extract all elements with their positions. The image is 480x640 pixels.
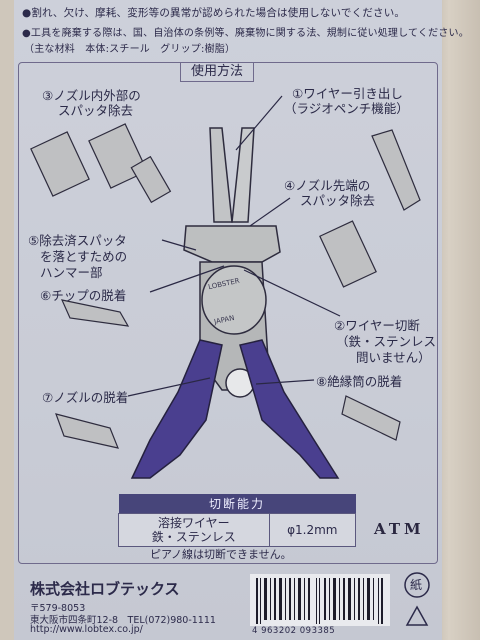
spec-title: 切断能力 — [118, 494, 356, 514]
recycle-mark-text: 紙 — [410, 578, 423, 592]
barcode-number: 4 963202 093385 — [252, 626, 336, 636]
label-hammer-1: ⑤除去済スパッタ — [28, 233, 127, 248]
warning-line-1: ●割れ、欠け、摩耗、変形等の異常が認められた場合は使用しないでください。 — [22, 7, 406, 19]
spec-row-1: 溶接ワイヤー — [157, 516, 230, 530]
company-name: 株式会社ロブテックス — [30, 580, 180, 598]
label-wire-pull: ①ワイヤー引き出し — [292, 86, 403, 101]
label-nozzle-attach: ⑦ノズルの脱着 — [42, 390, 129, 405]
label-hammer-3: ハンマー部 — [40, 265, 103, 280]
spec-value: φ1.2mm — [268, 513, 357, 547]
paper-recycle-icon — [404, 572, 430, 598]
brand-atm: ATM — [374, 520, 425, 538]
label-nozzle-tip: ④ノズル先端の — [284, 178, 371, 193]
usage-title: 使用方法 — [180, 62, 255, 82]
label-nozzle-tip-2: スパッタ除去 — [300, 193, 376, 208]
label-nozzle-spatter: ③ノズル内外部の — [42, 88, 141, 103]
spec-material: 溶接ワイヤー 鉄・ステンレス — [118, 513, 270, 547]
barcode-bars — [256, 578, 383, 624]
cutting-capacity-table: 切断能力 溶接ワイヤー 鉄・ステンレス φ1.2mm — [118, 494, 357, 547]
label-radio-pliers: （ラジオペンチ機能） — [284, 101, 409, 116]
material-note: （主な材料 本体:スチール グリップ:樹脂） — [24, 44, 236, 55]
barcode — [250, 574, 390, 626]
plastic-recycle-icon — [405, 605, 429, 626]
piano-wire-note: ピアノ線は切断できません。 — [150, 548, 292, 561]
label-insulator: ⑧絶縁筒の脱着 — [316, 374, 403, 389]
label-tip-attach: ⑥チップの脱着 — [40, 288, 127, 303]
label-wire-cut-2: （鉄・ステンレス — [336, 334, 437, 349]
website-url: http://www.lobtex.co.jp/ — [30, 624, 143, 635]
label-hammer-2: を落とすための — [40, 249, 128, 264]
address: 東大阪市四条町12-8 TEL(072)980-1111 — [30, 615, 216, 626]
label-wire-cut: ②ワイヤー切断 — [334, 318, 420, 333]
label-wire-cut-3: 問いません） — [356, 350, 431, 365]
spec-row-2: 鉄・ステンレス — [151, 530, 236, 544]
label-nozzle-spatter-2: スパッタ除去 — [58, 103, 134, 118]
postal-code: 〒579-8053 — [30, 603, 86, 614]
warning-line-2: ●工具を廃棄する際は、国、自治体の条例等、廃棄物に関する法、規制に従い処理してく… — [22, 28, 469, 39]
